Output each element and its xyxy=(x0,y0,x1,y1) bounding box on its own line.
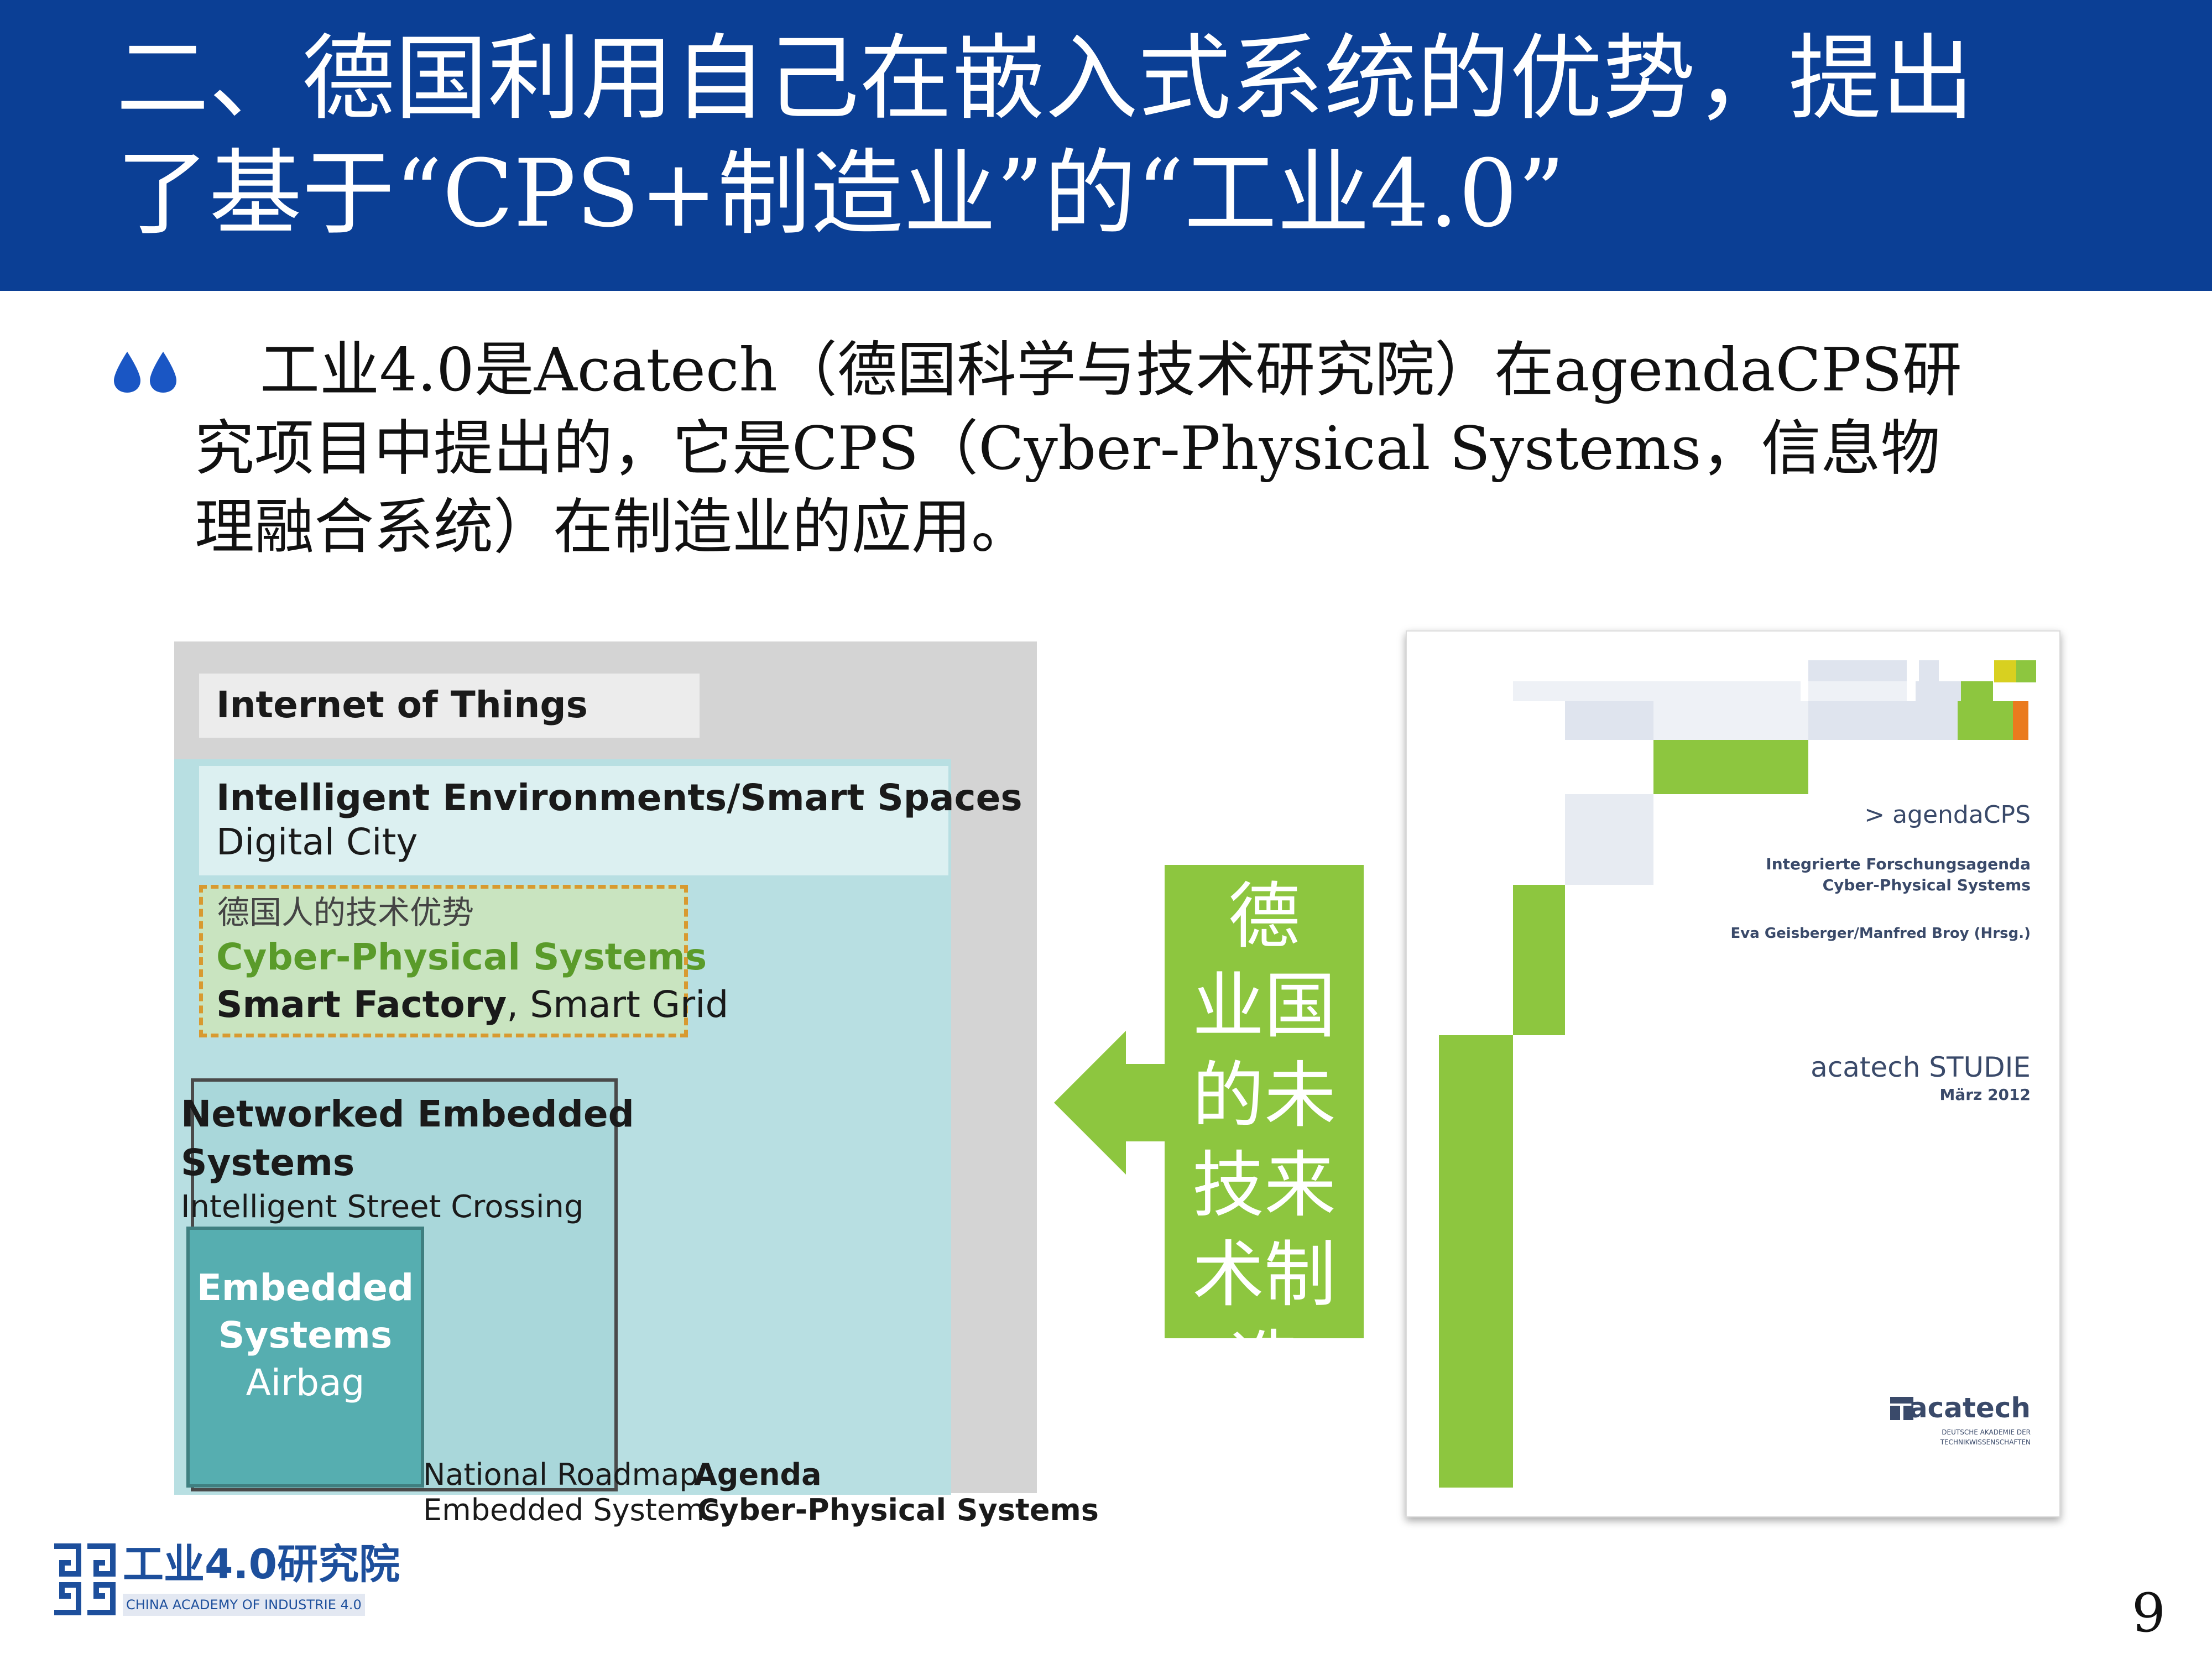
cover-block xyxy=(1653,740,1808,794)
cps-note: 德国人的技术优势 xyxy=(217,894,474,931)
nested-systems-diagram: Internet of Things Intelligent Environme… xyxy=(174,641,1099,1527)
cover-block xyxy=(1653,701,1808,740)
es-label-line-1: Embedded xyxy=(196,1266,414,1309)
ie-sublabel: Digital City xyxy=(216,821,418,863)
cps-label: Cyber-Physical Systems xyxy=(216,936,707,978)
institute-logo: 工业4.0研究院 CHINA ACADEMY OF INDUSTRIE 4.0 xyxy=(51,1541,400,1624)
iot-label: Internet of Things xyxy=(216,684,588,726)
bullet-line-3: 理融合系统）在制造业的应用。 xyxy=(195,493,1031,562)
callout-line-1: 德 xyxy=(1228,874,1300,958)
cover-editors: Eva Geisberger/Manfred Broy (Hrsg.) xyxy=(1730,925,2031,942)
cover-block xyxy=(1808,660,1907,682)
institute-logo-name: 工业4.0研究院 xyxy=(123,1541,400,1588)
cover-block xyxy=(1513,885,1565,1035)
es-label-line-2: Systems xyxy=(218,1314,393,1357)
slide-title-line-1: 二、德国利用自己在嵌入式系统的优势，提出 xyxy=(116,24,1974,133)
es-box xyxy=(186,1227,424,1488)
agenda-label-line-2: Cyber-Physical Systems xyxy=(697,1493,1099,1527)
cover-block xyxy=(1994,660,2016,682)
acatech-logo-icon xyxy=(1890,1397,1913,1420)
nes-sublabel: Intelligent Street Crossing xyxy=(181,1189,584,1225)
bullet-line-1: 工业4.0是Acatech（德国科学与技术研究院）在agendaCPS研 xyxy=(260,336,1962,405)
cover-block xyxy=(1919,660,1939,682)
acatech-logo-sub-1: DEUTSCHE AKADEMIE DER xyxy=(1942,1428,2031,1436)
es-sublabel: Airbag xyxy=(246,1361,365,1404)
cover-block xyxy=(1958,701,2013,740)
acatech-logo-sub-2: TECHNIKWISSENSCHAFTEN xyxy=(1940,1438,2031,1446)
iot-label-box xyxy=(199,674,700,738)
cover-series: > agendaCPS xyxy=(1864,801,2031,829)
cover-studie: acatech STUDIE xyxy=(1811,1051,2031,1083)
cover-block xyxy=(2016,660,2036,682)
left-arrow-icon xyxy=(1054,1031,1176,1175)
cover-block xyxy=(2013,701,2028,740)
smart-factory-label: Smart Factory xyxy=(216,983,507,1026)
page-number: 9 xyxy=(2131,1582,2166,1644)
institute-logo-sub: CHINA ACADEMY OF INDUSTRIE 4.0 xyxy=(123,1594,365,1616)
acatech-logo: acatech xyxy=(1887,1390,2031,1426)
cover-block xyxy=(1808,701,1958,740)
ie-label: Intelligent Environments/Smart Spaces xyxy=(216,776,1022,819)
title-band xyxy=(0,0,2212,291)
cover-block xyxy=(1565,701,1653,740)
cover-block xyxy=(1565,794,1653,885)
bullet-line-2: 究项目中提出的，它是CPS（Cyber-Physical Systems，信息物 xyxy=(195,414,1940,483)
cover-block xyxy=(1961,681,1993,701)
roadmap-label-line-1: National Roadmap xyxy=(423,1457,698,1492)
callout-line-2: 业国 xyxy=(1192,964,1336,1048)
agendacps-cover: > agendaCPS Integrierte Forschungsagenda… xyxy=(1406,630,2060,1517)
cover-block xyxy=(1439,1035,1513,1488)
cover-date: März 2012 xyxy=(1939,1086,2031,1104)
smart-grid-label: , Smart Grid xyxy=(507,983,729,1026)
acatech-logo-name: acatech xyxy=(1908,1392,2031,1424)
nes-label-line-2: Systems xyxy=(181,1141,355,1184)
cover-subtitle-1: Integrierte Forschungsagenda xyxy=(1766,855,2031,873)
nes-label-line-1: Networked Embedded xyxy=(181,1093,634,1135)
agenda-label-line-1: Agenda xyxy=(694,1457,822,1492)
slide-title-line-2: 了基于“CPS+制造业”的“工业4.0” xyxy=(116,139,1566,248)
callout-line-5: 术制 xyxy=(1192,1233,1336,1317)
callout-box: 德 业国 的未 技来 术制 造 xyxy=(1165,865,1364,1338)
roadmap-label-line-2: Embedded Systems xyxy=(423,1493,720,1527)
institute-logo-mark-icon xyxy=(54,1543,116,1615)
cover-block xyxy=(1808,681,1907,701)
double-drop-icon xyxy=(114,352,176,393)
cover-block xyxy=(1513,681,1801,701)
cover-subtitle-2: Cyber-Physical Systems xyxy=(1822,876,2031,894)
callout-line-3: 的未 xyxy=(1192,1053,1336,1138)
ie-label-box xyxy=(199,766,948,875)
cps-highlight-box xyxy=(199,885,688,1037)
smart-factory-line: Smart Factory, Smart Grid xyxy=(216,981,728,1029)
callout-line-6: 造 xyxy=(1165,1319,1364,1338)
callout-line-4: 技来 xyxy=(1192,1143,1336,1227)
